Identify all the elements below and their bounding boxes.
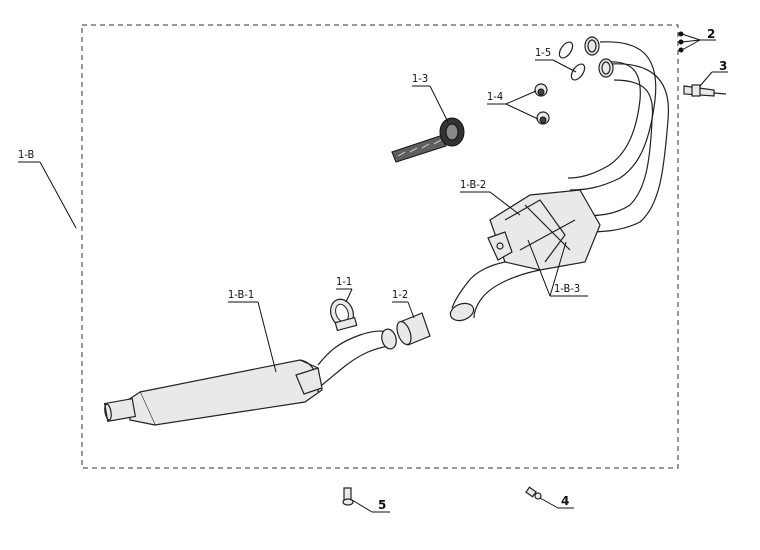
leader-lines [18, 39, 728, 513]
sleeve [396, 312, 431, 346]
sensor [683, 84, 727, 97]
cap-nuts [534, 83, 550, 125]
stud-set [678, 31, 701, 53]
label-nut: 4 [561, 494, 569, 508]
assembly-frame [81, 24, 679, 469]
label-cap-nut: 1-4 [487, 90, 503, 103]
wrap-tape [391, 117, 465, 163]
label-frame: 1-B [18, 148, 34, 161]
bolt [342, 487, 354, 506]
gaskets [558, 41, 586, 81]
label-clamp: 1-1 [336, 275, 352, 288]
label-stud-set: 2 [707, 27, 715, 41]
header-pipes [449, 36, 670, 322]
muffler [103, 328, 397, 426]
label-wrap-tape: 1-3 [412, 72, 428, 85]
label-gasket: 1-5 [535, 46, 551, 59]
label-pipe-junction: 1-B-3 [554, 282, 580, 295]
label-sensor: 3 [719, 59, 727, 73]
label-sleeve: 1-2 [392, 288, 408, 301]
label-muffler: 1-B-1 [228, 288, 254, 301]
clamp [330, 298, 358, 332]
label-header-bracket: 1-B-2 [460, 178, 486, 191]
label-bolt: 5 [378, 498, 386, 512]
nut [525, 486, 542, 500]
